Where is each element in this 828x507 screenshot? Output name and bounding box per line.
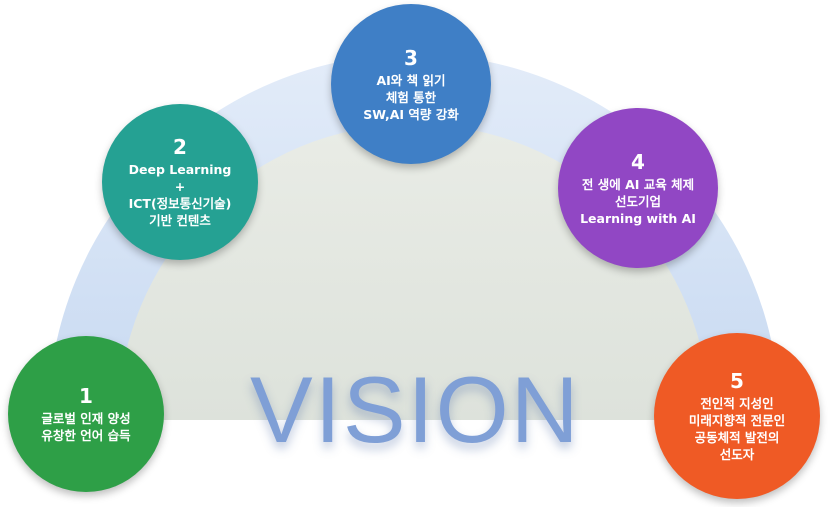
item-line: 전 생에 AI 교육 체제 — [581, 176, 695, 192]
item-number: 2 — [173, 135, 187, 159]
vision-item-3: 3 AI와 책 읽기 체험 통한 SW,AI 역량 강화 — [331, 4, 491, 164]
item-line: 기반 컨텐츠 — [149, 213, 211, 228]
item-line: 유창한 언어 습득 — [41, 428, 131, 443]
item-line: ICT(정보통신기술) — [128, 196, 232, 211]
item-line: 공동체적 발전의 — [694, 430, 780, 445]
item-line: 체험 통한 — [385, 89, 437, 105]
item-number: 5 — [730, 369, 744, 393]
item-number: 1 — [79, 384, 93, 408]
item-line: 선도기업 — [614, 193, 661, 209]
vision-item-1: 1 글로벌 인재 양성 유창한 언어 습득 — [8, 336, 164, 492]
item-number: 4 — [631, 149, 645, 174]
item-line: Deep Learning — [128, 162, 232, 177]
vision-title: VISION — [250, 357, 581, 462]
item-line: 미래지향적 전문인 — [688, 413, 786, 428]
item-line: AI와 책 읽기 — [376, 72, 446, 88]
item-line: 전인적 지성인 — [700, 396, 774, 411]
vision-item-2: 2 Deep Learning + ICT(정보통신기술) 기반 컨텐츠 — [102, 104, 258, 260]
item-line: 선도자 — [719, 447, 755, 462]
item-line: SW,AI 역량 강화 — [363, 106, 459, 122]
item-line: 글로벌 인재 양성 — [41, 411, 131, 426]
item-line: + — [174, 179, 186, 194]
item-number: 3 — [404, 45, 418, 70]
vision-item-4: 4 전 생에 AI 교육 체제 선도기업 Learning with AI — [558, 108, 718, 268]
vision-item-5: 5 전인적 지성인 미래지향적 전문인 공동체적 발전의 선도자 — [654, 333, 820, 499]
item-line: Learning with AI — [580, 210, 696, 226]
